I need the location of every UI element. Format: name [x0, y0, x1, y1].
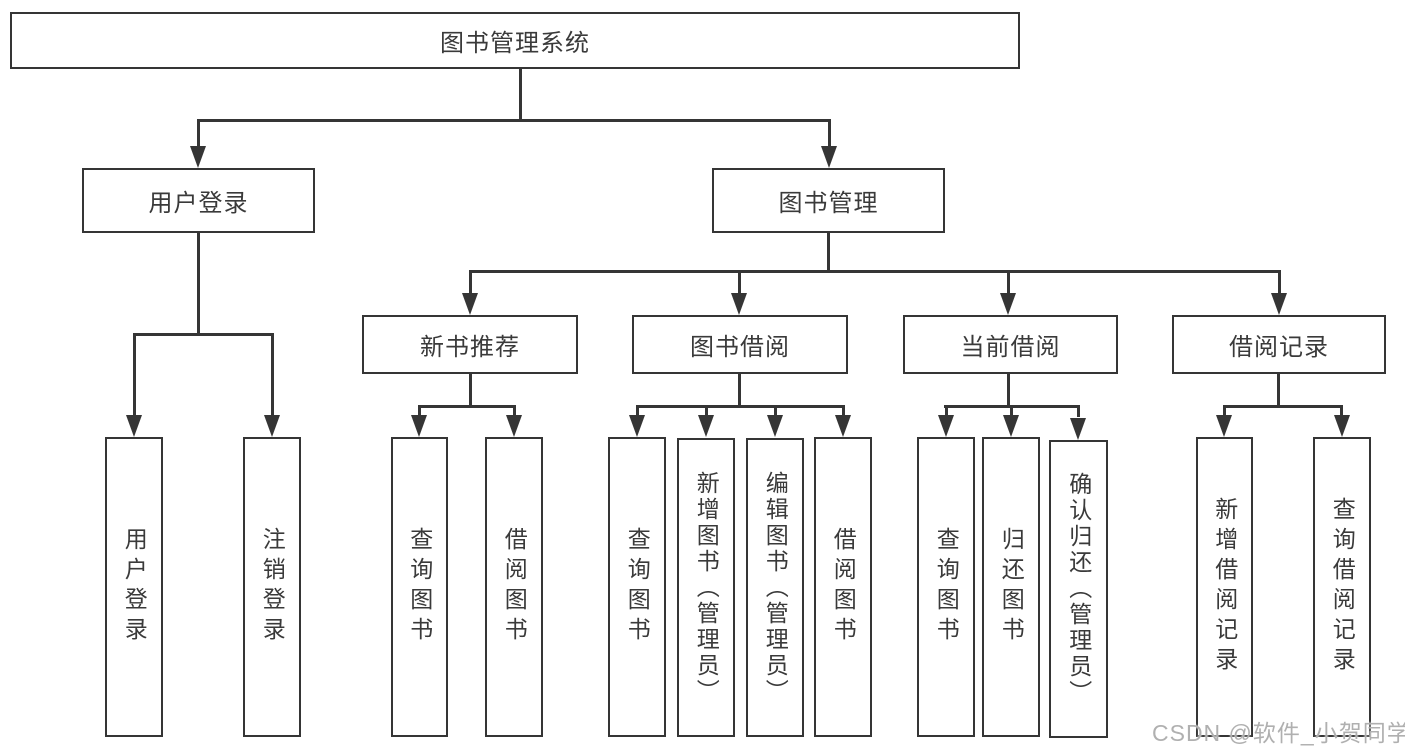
arrow-down — [1334, 415, 1350, 437]
connector-line — [842, 405, 845, 417]
leaf-user-login: 用户登录 — [105, 437, 163, 737]
node-user-login-branch: 用户登录 — [82, 168, 315, 233]
connector-line — [519, 69, 522, 120]
node-root: 图书管理系统 — [10, 12, 1020, 69]
node-book-management: 图书管理 — [712, 168, 945, 233]
leaf-nbr-borrow-books: 借阅图书 — [485, 437, 543, 737]
arrow-down — [731, 293, 747, 315]
leaf-br-query-record: 查询借阅记录 — [1313, 437, 1371, 737]
connector-line — [1223, 405, 1342, 408]
arrow-down — [264, 415, 280, 437]
connector-line — [705, 405, 708, 417]
arrow-down — [821, 146, 837, 168]
connector-line — [827, 233, 830, 272]
connector-line — [469, 270, 472, 294]
leaf-cb-return-books: 归还图书 — [982, 437, 1040, 737]
node-book-borrowing: 图书借阅 — [632, 315, 848, 374]
node-borrowing-records: 借阅记录 — [1172, 315, 1386, 374]
connector-line — [197, 233, 200, 334]
connector-line — [636, 405, 843, 408]
connector-line — [513, 405, 516, 417]
arrow-down — [462, 293, 478, 315]
arrow-down — [767, 415, 783, 437]
leaf-br-add-record: 新增借阅记录 — [1196, 437, 1253, 737]
connector-line — [636, 405, 639, 417]
connector-line — [1007, 270, 1010, 294]
arrow-down — [411, 415, 427, 437]
arrow-down — [1216, 415, 1232, 437]
connector-line — [1277, 374, 1280, 407]
arrow-down — [698, 415, 714, 437]
arrow-down — [190, 146, 206, 168]
connector-line — [197, 119, 200, 147]
leaf-logout: 注销登录 — [243, 437, 301, 737]
arrow-down — [1000, 293, 1016, 315]
connector-line — [1340, 405, 1343, 417]
arrow-down — [506, 415, 522, 437]
arrow-down — [1003, 415, 1019, 437]
connector-line — [197, 119, 831, 122]
connector-line — [774, 405, 777, 417]
connector-line — [418, 405, 516, 408]
connector-line — [738, 374, 741, 407]
leaf-cb-query-books: 查询图书 — [917, 437, 975, 737]
arrow-down — [126, 415, 142, 437]
connector-line — [133, 333, 274, 336]
arrow-down — [835, 415, 851, 437]
connector-line — [271, 333, 274, 415]
connector-line — [1010, 405, 1013, 417]
connector-line — [469, 374, 472, 407]
connector-line — [1077, 405, 1080, 417]
node-current-borrowing: 当前借阅 — [903, 315, 1118, 374]
connector-line — [418, 405, 421, 417]
connector-line — [828, 119, 831, 147]
arrow-down — [938, 415, 954, 437]
connector-line — [1007, 374, 1010, 407]
connector-line — [469, 270, 1281, 273]
leaf-bb-borrow-books: 借阅图书 — [814, 437, 872, 737]
arrow-down — [1070, 418, 1086, 440]
arrow-down — [629, 415, 645, 437]
connector-line — [133, 333, 136, 415]
leaf-nbr-query-books: 查询图书 — [391, 437, 448, 737]
watermark: CSDN @软件_小贺同学 — [1152, 720, 1405, 746]
leaf-bb-edit-books-admin: 编辑图书（管理员） — [746, 438, 804, 737]
leaf-cb-confirm-return-admin: 确认归还（管理员） — [1049, 440, 1108, 738]
leaf-bb-query-books: 查询图书 — [608, 437, 666, 737]
connector-line — [738, 270, 741, 294]
connector-line — [1278, 270, 1281, 294]
connector-line — [1223, 405, 1226, 417]
connector-line — [945, 405, 948, 417]
leaf-bb-add-books-admin: 新增图书（管理员） — [677, 438, 735, 737]
node-new-book-recommend: 新书推荐 — [362, 315, 578, 374]
arrow-down — [1271, 293, 1287, 315]
